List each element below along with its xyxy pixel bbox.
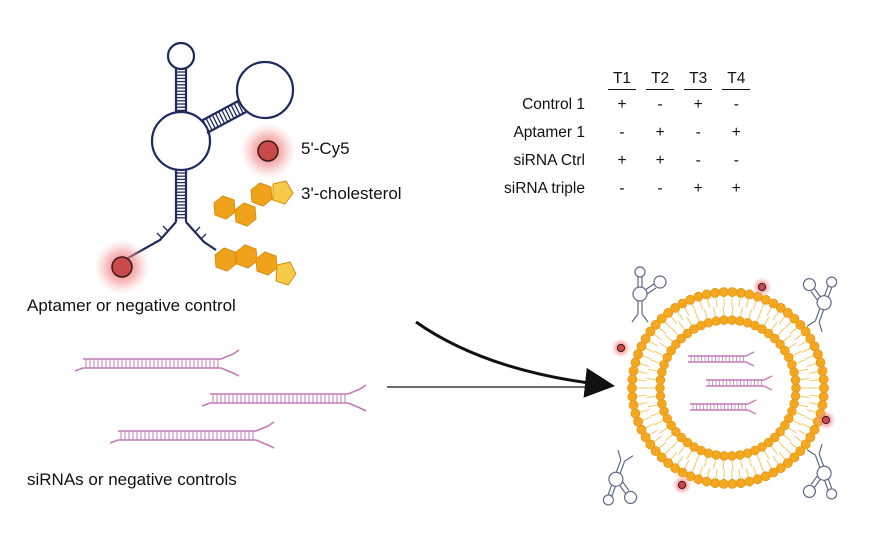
label-aptamer: Aptamer or negative control [27, 296, 236, 315]
treatment-table: T1 T2 T3 T4 Control 1 + - + - Aptamer 1 … [504, 70, 755, 203]
table-cell: + [693, 96, 703, 113]
table-cell: - [657, 96, 663, 113]
row-label: siRNA triple [504, 180, 585, 197]
table-cell: + [617, 152, 627, 169]
label-sirna: siRNAs or negative controls [27, 470, 237, 489]
aptamer-structure [127, 41, 295, 259]
table-row: Control 1 + - + - [504, 91, 755, 119]
table-cell: + [693, 180, 703, 197]
label-cholesterol: 3'-cholesterol [301, 184, 402, 203]
table-row: siRNA triple - - + + [504, 175, 755, 203]
row-label: siRNA Ctrl [513, 152, 585, 169]
table-cell: - [657, 180, 663, 197]
cholesterol-aptamer [214, 244, 297, 286]
liposome-aptamers [602, 266, 838, 506]
legend-cholesterol [213, 180, 294, 227]
table-cell: + [617, 96, 627, 113]
column-header: T4 [717, 70, 755, 91]
arrow-aptamer-to-liposome [415, 320, 615, 398]
liposome [627, 287, 829, 489]
label-cy5: 5'-Cy5 [301, 139, 350, 158]
table-cell: - [695, 124, 701, 141]
table-header-row: T1 T2 T3 T4 [504, 70, 755, 91]
table-cell: + [731, 180, 741, 197]
table-cell: - [695, 152, 701, 169]
table-row: siRNA Ctrl + + - - [504, 147, 755, 175]
table-cell: + [655, 152, 665, 169]
column-header: T3 [679, 70, 717, 91]
row-label: Control 1 [522, 96, 585, 113]
table-cell: - [619, 124, 625, 141]
table-cell: - [619, 180, 625, 197]
table-cell: - [733, 152, 739, 169]
legend-cy5-dye [240, 123, 296, 179]
row-label: Aptamer 1 [513, 124, 585, 141]
table-cell: - [733, 96, 739, 113]
table-row: Aptamer 1 - + - + [504, 119, 755, 147]
table-cell: + [731, 124, 741, 141]
table-cell: + [655, 124, 665, 141]
column-header: T2 [641, 70, 679, 91]
cy5-dye-aptamer [94, 239, 150, 295]
column-header: T1 [603, 70, 641, 91]
sirna-duplexes [74, 349, 367, 449]
